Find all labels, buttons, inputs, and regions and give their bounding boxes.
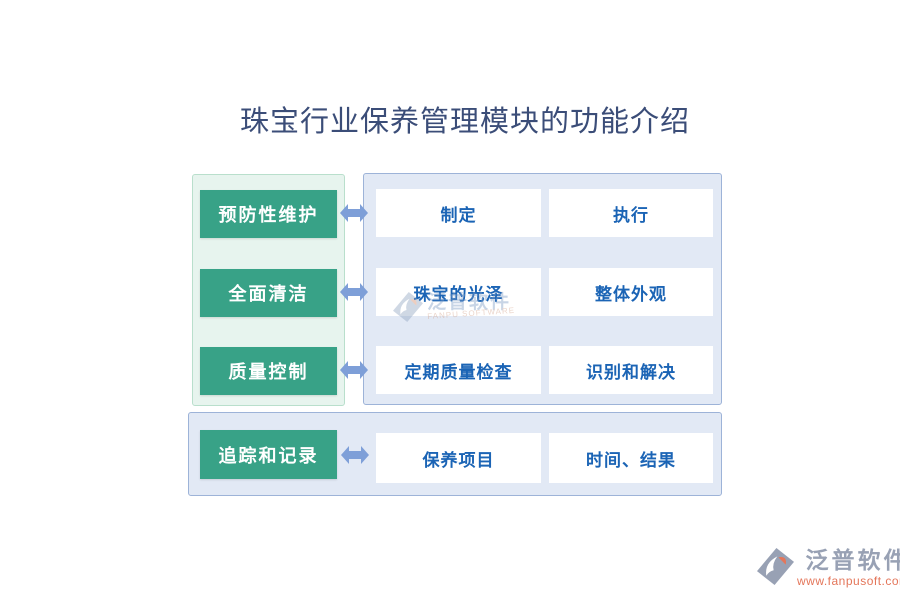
double-arrow-icon (340, 281, 368, 303)
detail-box: 执行 (549, 189, 713, 237)
stage-group-panel: 预防性维护 全面清洁 质量控制 (192, 174, 345, 406)
stage-button-quality-control: 质量控制 (200, 347, 337, 395)
detail-box: 时间、结果 (549, 433, 713, 483)
stage-button-label: 全面清洁 (228, 284, 309, 305)
double-arrow-icon (340, 202, 368, 224)
stage-button-label: 预防性维护 (218, 205, 319, 226)
detail-box: 珠宝的光泽 (376, 268, 541, 316)
tracking-row-panel: 追踪和记录 保养项目 时间、结果 (188, 412, 722, 496)
brand-text: 泛普软件 www.fanpusoft.com (797, 547, 900, 589)
stage-button-label: 质量控制 (228, 362, 309, 383)
double-arrow-icon (341, 444, 369, 466)
double-arrow-icon (340, 359, 368, 381)
detail-box: 识别和解决 (549, 346, 713, 394)
detail-box: 整体外观 (549, 268, 713, 316)
stage-button-full-cleaning: 全面清洁 (200, 269, 337, 317)
brand-name: 泛普软件 (805, 547, 900, 574)
diagram-title: 珠宝行业保养管理模块的功能介绍 (239, 104, 690, 138)
brand-website-link[interactable]: www.fanpusoft.com (797, 574, 900, 588)
detail-panel: 制定 执行 珠宝的光泽 整体外观 定期质量检查 识别和解决 (363, 173, 722, 405)
detail-box: 定期质量检查 (376, 346, 541, 394)
stage-button-label: 追踪和记录 (218, 445, 319, 467)
detail-box: 保养项目 (376, 433, 541, 483)
stage-button-tracking-recording: 追踪和记录 (200, 430, 337, 479)
detail-box: 制定 (376, 189, 541, 237)
fanpu-logo-icon (757, 548, 794, 585)
brand-footer: 泛普软件 www.fanpusoft.com (757, 548, 900, 588)
stage-button-preventive-maintenance: 预防性维护 (200, 190, 337, 238)
